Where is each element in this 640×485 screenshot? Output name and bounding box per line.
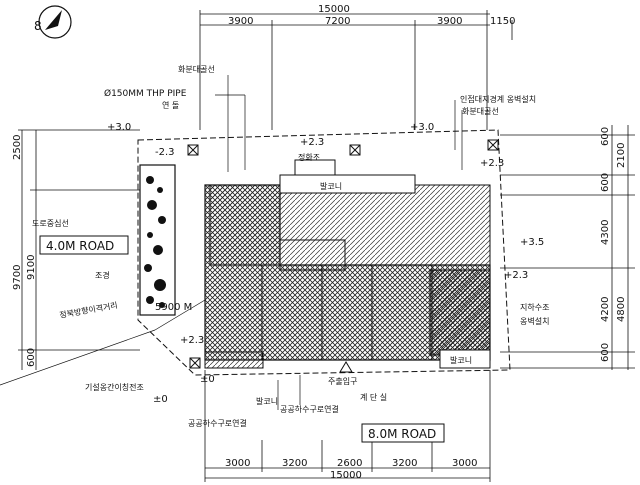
left-seg-2: 9100 bbox=[26, 255, 37, 280]
entrance-marker bbox=[339, 361, 353, 373]
setback-top-label: 연 돌 bbox=[162, 101, 179, 110]
distance-label: 5900 M bbox=[155, 302, 192, 313]
sewer-mid-label: 공공하수구로연결 bbox=[280, 404, 339, 414]
tree-symbols bbox=[144, 176, 166, 308]
existing-line-label: 기설옹간이칭전조 bbox=[85, 382, 144, 392]
bottom-seg-5: 3000 bbox=[452, 458, 477, 469]
level-top-mid: +3.0 bbox=[410, 122, 434, 133]
landscape-label: 조경 bbox=[95, 270, 110, 280]
right-seg-1: 600 bbox=[600, 127, 611, 146]
pipe-label: Ø150MM THP PIPE bbox=[104, 88, 187, 99]
bottom-dimensions bbox=[204, 370, 491, 482]
bottom-seg-1: 3000 bbox=[225, 458, 250, 469]
left-road-box bbox=[39, 235, 129, 255]
boundary-rock-label: 화분대골선 bbox=[462, 107, 499, 116]
bottom-road-label: 8.0M ROAD bbox=[368, 427, 436, 441]
bottom-total-dim: 15000 bbox=[330, 470, 362, 481]
left-seg-3: 600 bbox=[26, 348, 37, 367]
balcony-bottom-right bbox=[439, 349, 491, 369]
landscape-strip bbox=[139, 164, 176, 316]
wall-note-2: 옹벽설치 bbox=[520, 316, 549, 326]
bottom-seg-4: 3200 bbox=[392, 458, 417, 469]
level-left-lower: +2.3 bbox=[180, 335, 204, 346]
right-seg-4: 4300 bbox=[600, 220, 611, 245]
level-top-left: +3.0 bbox=[107, 122, 131, 133]
setback-line-label: 정북방향이격거리 bbox=[59, 300, 119, 320]
balcony-top-label: 발코니 bbox=[320, 181, 342, 191]
bottom-seg-2: 3200 bbox=[282, 458, 307, 469]
left-road-label: 4.0M ROAD bbox=[46, 239, 114, 253]
level-right-lower: +2.3 bbox=[504, 270, 528, 281]
septic-label: 정화조 bbox=[298, 152, 320, 162]
top-seg-1: 3900 bbox=[228, 16, 253, 27]
left-total-dim: 9700 bbox=[12, 265, 23, 290]
right-seg-7: 600 bbox=[600, 343, 611, 362]
top-seg-4: 1150 bbox=[490, 16, 515, 27]
bottom-road-box bbox=[361, 423, 445, 443]
level-right-mid: +3.5 bbox=[520, 237, 544, 248]
balcony-bottom-label: 발코니 bbox=[256, 396, 278, 406]
stairs-label: 계 단 실 bbox=[360, 392, 387, 402]
right-seg-3: 600 bbox=[600, 173, 611, 192]
left-dimensions bbox=[18, 129, 140, 370]
level-top-center: +2.3 bbox=[300, 137, 324, 148]
leader-lines bbox=[0, 75, 463, 410]
level-left-upper: -2.3 bbox=[155, 147, 175, 158]
retaining-wall-area bbox=[429, 269, 491, 356]
top-total-dim: 15000 bbox=[318, 4, 350, 15]
right-seg-5: 4200 bbox=[600, 297, 611, 322]
north-arrow-icon: 8 bbox=[34, 5, 72, 39]
sewer-left-label: 공공하수구로연결 bbox=[188, 418, 247, 428]
bottom-seg-3: 2600 bbox=[337, 458, 362, 469]
entrance-label: 주출입구 bbox=[328, 376, 357, 386]
wall-note-1: 지하수조 bbox=[520, 302, 549, 312]
top-dimensions bbox=[199, 10, 513, 130]
balcony-br-label: 발코니 bbox=[450, 355, 472, 365]
road-center-label: 도로중심선 bbox=[32, 218, 69, 228]
level-right-upper: +2.3 bbox=[480, 158, 504, 169]
right-dimensions bbox=[500, 125, 635, 370]
top-seg-3: 3900 bbox=[437, 16, 462, 27]
interior-walls bbox=[261, 239, 433, 360]
top-seg-2: 7200 bbox=[325, 16, 350, 27]
manhole-symbols bbox=[187, 139, 499, 369]
retaining-label: 화분대골선 bbox=[178, 65, 215, 74]
right-seg-6: 4800 bbox=[616, 297, 627, 322]
balcony-top bbox=[279, 174, 416, 194]
level-bottom-a: ±0 bbox=[200, 374, 215, 385]
boundary-wall-label: 인접대지경계 옹벽설치 bbox=[460, 94, 536, 104]
balcony-bottom bbox=[204, 351, 264, 369]
right-seg-2: 2100 bbox=[616, 143, 627, 168]
left-seg-1: 2500 bbox=[12, 135, 23, 160]
level-bottom-b: ±0 bbox=[153, 394, 168, 405]
svg-text:8: 8 bbox=[34, 19, 42, 33]
